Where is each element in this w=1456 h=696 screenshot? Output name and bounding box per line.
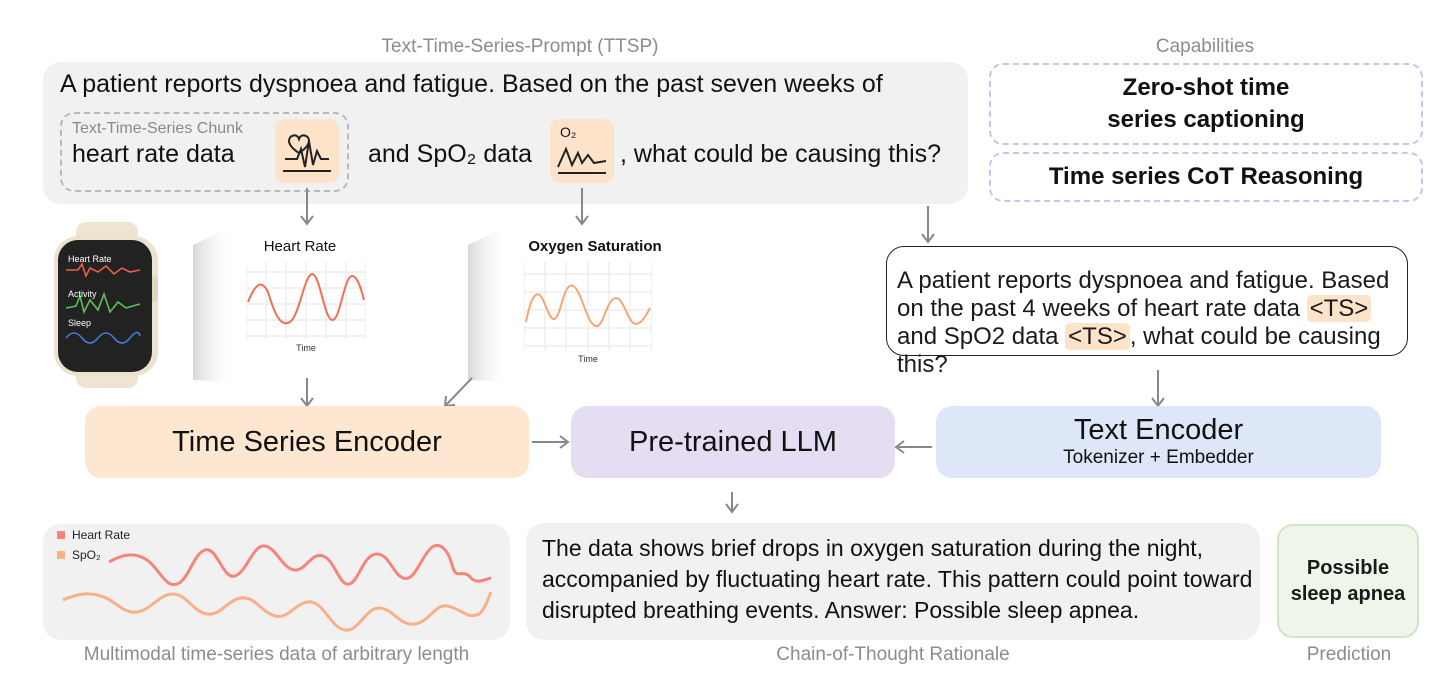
o2-label: O₂: [560, 124, 577, 140]
chunk-label: Text-Time-Series Chunk: [72, 120, 244, 137]
chart-xlabel-oxygen: Time: [578, 354, 598, 364]
smart-watch: Heart Rate Activity Sleep: [48, 220, 163, 390]
rationale-panel: [526, 523, 1260, 640]
capability-cot: Time series CoT Reasoning: [989, 152, 1423, 202]
multimodal-panel: [43, 524, 510, 640]
oxygen-icon: O₂: [550, 119, 614, 183]
prediction-caption: Prediction: [1306, 644, 1392, 665]
and-spo2-text: and SpO₂ data: [368, 140, 532, 168]
oxygen-chart: [524, 262, 652, 350]
watch-row-sleep: Sleep: [68, 318, 92, 328]
legend-heart-rate-swatch: [57, 531, 65, 539]
capability-cot-label: Time series CoT Reasoning: [1048, 163, 1364, 190]
prompt-part-3: , what could be causing this?: [897, 323, 1381, 378]
heart-rate-icon: [275, 119, 339, 183]
legend-spo2-label: SpO₂: [72, 548, 101, 562]
ttsp-panel: [43, 62, 968, 204]
heart-rate-chart: [246, 262, 366, 340]
chart-xlabel-heart-rate: Time: [296, 343, 316, 353]
question-tail: , what could be causing this?: [620, 140, 942, 168]
pretrained-llm: Pre-trained LLM: [571, 406, 895, 478]
legend-spo2-swatch: [57, 551, 65, 559]
text-encoder-sublabel: Tokenizer + Embedder: [1063, 447, 1254, 468]
prediction-text: Possible sleep apnea: [1290, 557, 1406, 605]
capability-zero-shot: Zero-shot time series captioning: [989, 63, 1423, 145]
text-time-series-chunk: [60, 112, 349, 192]
time-series-encoder-label: Time Series Encoder: [172, 425, 442, 458]
pretrained-llm-label: Pre-trained LLM: [629, 425, 837, 458]
watch-row-activity: Activity: [68, 289, 97, 299]
legend-heart-rate-label: Heart Rate: [72, 528, 131, 542]
chart-title-heart-rate: Heart Rate: [263, 238, 337, 255]
rationale-text: The data shows brief drops in oxygen sat…: [542, 535, 1253, 623]
chart-title-oxygen: Oxygen Saturation: [528, 238, 662, 255]
prediction-box: Possible sleep apnea: [1277, 524, 1419, 638]
text-encoder: Text Encoder Tokenizer + Embedder: [936, 406, 1381, 478]
watch-row-heart-rate: Heart Rate: [68, 254, 112, 264]
text-encoder-label: Text Encoder: [1073, 414, 1244, 446]
multimodal-waves: [62, 544, 493, 632]
heart-rate-text: heart rate data: [72, 140, 235, 168]
multimodal-caption: Multimodal time-series data of arbitrary…: [83, 644, 470, 665]
ttsp-line-1: A patient reports dyspnoea and fatigue. …: [60, 70, 883, 98]
ts-token-1: <TS>: [1306, 295, 1372, 322]
prompt-part-2: and SpO2 data: [897, 323, 1066, 350]
capability-zero-shot-label: Zero-shot time series captioning: [1107, 74, 1305, 133]
tokenized-prompt: A patient reports dyspnoea and fatigue. …: [886, 246, 1408, 378]
capabilities-caption: Capabilities: [1155, 36, 1255, 57]
ts-token-2: <TS>: [1065, 323, 1130, 350]
time-series-encoder: Time Series Encoder: [85, 406, 529, 478]
prompt-part-1: A patient reports dyspnoea and fatigue. …: [897, 267, 1390, 322]
ttsp-caption: Text-Time-Series-Prompt (TTSP): [381, 36, 659, 57]
rationale-caption: Chain-of-Thought Rationale: [776, 644, 1010, 665]
